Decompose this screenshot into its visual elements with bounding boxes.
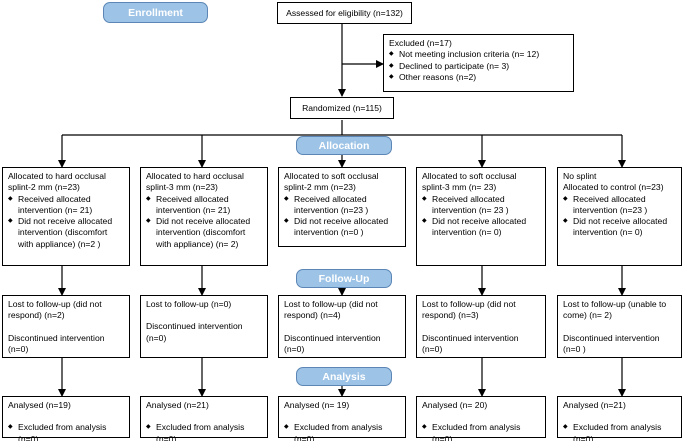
received-item: ◆Received allocated intervention (n=23 ) bbox=[563, 193, 648, 215]
arm1-analysis-box: Analysed (n=19) ◆Excluded from analysis … bbox=[2, 396, 130, 441]
bullet-icon: ◆ bbox=[146, 424, 151, 431]
discontinued-text: Discontinued intervention (n=0) bbox=[284, 332, 381, 354]
excluded-analysis-item: ◆Excluded from analysis (n=0) bbox=[8, 422, 124, 441]
arm2-allocation-box: Allocated to hard occlusal splint-3 mm (… bbox=[140, 167, 268, 266]
excluded-item: ◆Not meeting inclusion criteria (n= 12) bbox=[389, 49, 540, 60]
bullet-icon: ◆ bbox=[8, 218, 13, 225]
arm5-analysis-box: Analysed (n=21) ◆Excluded from analysis … bbox=[557, 396, 682, 441]
not-received-item: ◆Did not receive allocated intervention … bbox=[422, 216, 527, 238]
analysed-text: Analysed (n=21) bbox=[146, 400, 209, 410]
lost-text: Lost to follow-up (n=0) bbox=[146, 299, 232, 309]
bullet-icon: ◆ bbox=[389, 62, 394, 69]
lost-text: Lost to follow-up (unable to come) (n= 2… bbox=[563, 299, 667, 321]
excluded-analysis-item: ◆Excluded from analysis (n=0) bbox=[284, 422, 400, 441]
arm2-analysis-box: Analysed (n=21) ◆Excluded from analysis … bbox=[140, 396, 268, 441]
allocation-title: Allocated to hard occlusal splint-2 mm (… bbox=[8, 171, 106, 193]
bullet-icon: ◆ bbox=[284, 195, 289, 202]
discontinued-text: Discontinued intervention (n=0 ) bbox=[563, 332, 660, 354]
bullet-icon: ◆ bbox=[284, 218, 289, 225]
received-item: ◆Received allocated intervention (n= 23 … bbox=[422, 193, 509, 215]
arm1-allocation-box: Allocated to hard occlusal splint-2 mm (… bbox=[2, 167, 130, 266]
arm5-allocation-box: No splint Allocated to control (n=23) ◆R… bbox=[557, 167, 682, 266]
arm4-allocation-box: Allocated to soft occlusal splint-3 mm (… bbox=[416, 167, 546, 266]
stage-allocation: Allocation bbox=[296, 136, 392, 155]
discontinued-text: Discontinued intervention (n=0) bbox=[8, 332, 105, 354]
received-item: ◆Received allocated intervention (n= 21) bbox=[146, 193, 231, 215]
excluded-title: Excluded (n=17) bbox=[389, 38, 452, 48]
bullet-icon: ◆ bbox=[8, 195, 13, 202]
randomized-box: Randomized (n=115) bbox=[290, 97, 394, 119]
received-item: ◆Received allocated intervention (n=23 ) bbox=[284, 193, 369, 215]
allocation-title: Allocated to control (n=23) bbox=[563, 182, 664, 193]
bullet-icon: ◆ bbox=[8, 424, 13, 431]
bullet-icon: ◆ bbox=[389, 73, 394, 80]
arm3-followup-box: Lost to follow-up (did not respond) (n=4… bbox=[278, 295, 406, 358]
bullet-icon: ◆ bbox=[389, 51, 394, 58]
excluded-analysis-item: ◆Excluded from analysis (n=0) bbox=[146, 422, 262, 441]
bullet-icon: ◆ bbox=[563, 424, 568, 431]
not-received-item: ◆Did not receive allocated intervention … bbox=[146, 216, 251, 249]
analysed-text: Analysed (n= 20) bbox=[422, 400, 488, 410]
arm4-analysis-box: Analysed (n= 20) ◆Excluded from analysis… bbox=[416, 396, 546, 441]
arm3-analysis-box: Analysed (n= 19) ◆Excluded from analysis… bbox=[278, 396, 406, 441]
excluded-item: ◆Declined to participate (n= 3) bbox=[389, 60, 510, 71]
allocation-title-line1: No splint bbox=[563, 171, 597, 181]
randomized-text: Randomized (n=115) bbox=[302, 103, 382, 113]
allocation-title: Allocated to soft occlusal splint-2 mm (… bbox=[284, 171, 379, 193]
bullet-icon: ◆ bbox=[563, 195, 568, 202]
bullet-icon: ◆ bbox=[422, 195, 427, 202]
discontinued-text: Discontinued intervention (n=0) bbox=[146, 321, 243, 343]
received-item: ◆Received allocated intervention (n= 21) bbox=[8, 193, 93, 215]
allocation-title: Allocated to soft occlusal splint-3 mm (… bbox=[422, 171, 517, 193]
bullet-icon: ◆ bbox=[422, 424, 427, 431]
analysed-text: Analysed (n= 19) bbox=[284, 400, 350, 410]
lost-text: Lost to follow-up (did not respond) (n=2… bbox=[8, 299, 102, 321]
excluded-analysis-item: ◆Excluded from analysis (n=0) bbox=[422, 422, 540, 441]
not-received-item: ◆Did not receive allocated intervention … bbox=[563, 216, 668, 238]
assessed-text: Assessed for eligibility (n=132) bbox=[286, 8, 403, 18]
not-received-item: ◆Did not receive allocated intervention … bbox=[8, 216, 113, 249]
bullet-icon: ◆ bbox=[422, 218, 427, 225]
analysed-text: Analysed (n=21) bbox=[563, 400, 626, 410]
arm1-followup-box: Lost to follow-up (did not respond) (n=2… bbox=[2, 295, 130, 358]
allocation-title: Allocated to hard occlusal splint-3 mm (… bbox=[146, 171, 244, 193]
bullet-icon: ◆ bbox=[146, 218, 151, 225]
excluded-analysis-item: ◆Excluded from analysis (n=0) bbox=[563, 422, 676, 441]
lost-text: Lost to follow-up (did not respond) (n=3… bbox=[422, 299, 516, 321]
stage-analysis: Analysis bbox=[296, 367, 392, 386]
stage-enrollment: Enrollment bbox=[103, 2, 208, 23]
arm2-followup-box: Lost to follow-up (n=0) Discontinued int… bbox=[140, 295, 268, 358]
lost-text: Lost to follow-up (did not respond) (n=4… bbox=[284, 299, 378, 321]
arm5-followup-box: Lost to follow-up (unable to come) (n= 2… bbox=[557, 295, 682, 358]
not-received-item: ◆Did not receive allocated intervention … bbox=[284, 216, 389, 238]
assessed-box: Assessed for eligibility (n=132) bbox=[277, 2, 412, 24]
bullet-icon: ◆ bbox=[284, 424, 289, 431]
excluded-box: Excluded (n=17) ◆Not meeting inclusion c… bbox=[383, 34, 574, 92]
stage-followup: Follow-Up bbox=[296, 269, 392, 288]
bullet-icon: ◆ bbox=[563, 218, 568, 225]
bullet-icon: ◆ bbox=[146, 195, 151, 202]
analysed-text: Analysed (n=19) bbox=[8, 400, 71, 410]
excluded-item: ◆Other reasons (n=2) bbox=[389, 71, 477, 82]
discontinued-text: Discontinued intervention (n=0) bbox=[422, 332, 519, 354]
arm3-allocation-box: Allocated to soft occlusal splint-2 mm (… bbox=[278, 167, 406, 247]
arm4-followup-box: Lost to follow-up (did not respond) (n=3… bbox=[416, 295, 546, 358]
